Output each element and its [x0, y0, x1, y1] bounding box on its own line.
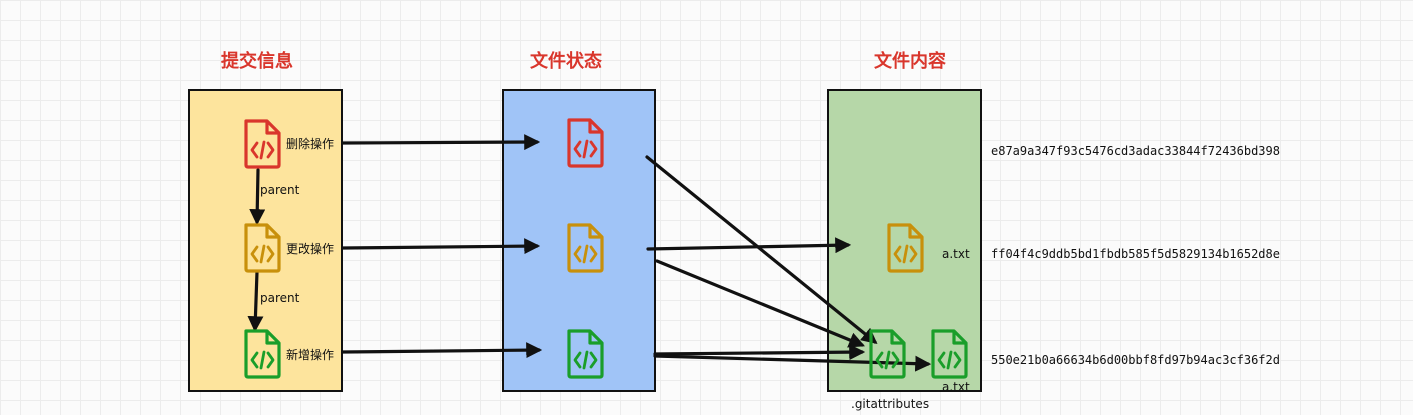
arrow-modify-to-status [341, 238, 541, 255]
file-name-a-txt-added: a.txt [942, 380, 970, 394]
code-file-icon [927, 328, 971, 380]
code-file-icon [240, 222, 284, 274]
code-file-icon [865, 328, 909, 380]
commit-info-heading: 提交信息 [221, 51, 293, 72]
code-file-icon [563, 117, 607, 169]
arrow-green-to-gitattributes [653, 344, 866, 361]
parent-arrow-1 [249, 168, 266, 226]
hash-2: ff04f4c9ddb5bd1fbdb585f5d5829134b1652d8e [991, 247, 1280, 261]
code-file-icon [563, 328, 607, 380]
code-file-icon [563, 222, 607, 274]
arrow-orange-to-atxt [646, 237, 852, 254]
arrow-red-to-gitattributes [645, 155, 878, 345]
code-file-icon [240, 328, 284, 380]
file-content-heading: 文件内容 [874, 51, 946, 72]
code-file-icon [883, 222, 927, 274]
file-name-a-txt-modified: a.txt [942, 247, 970, 261]
arrow-green-to-atxt [653, 354, 932, 372]
delete-commit-label: 删除操作 [286, 137, 335, 151]
add-commit-label: 新增操作 [286, 348, 335, 362]
parent-label-1: parent [260, 183, 300, 197]
modify-commit-label: 更改操作 [286, 242, 335, 256]
hash-3: 550e21b0a66634b6d00bbf8fd97b94ac3cf36f2d [991, 353, 1280, 367]
parent-label-2: parent [260, 291, 300, 305]
file-name-gitattributes: .gitattributes [851, 397, 930, 411]
hash-1: e87a9a347f93c5476cd3adac33844f72436bd398 [991, 144, 1280, 158]
arrow-delete-to-status [341, 134, 541, 151]
arrow-orange-to-gitattributes [655, 259, 865, 348]
arrow-add-to-status [341, 342, 543, 359]
parent-arrow-2 [247, 270, 264, 333]
file-status-heading: 文件状态 [530, 51, 602, 72]
code-file-icon [240, 118, 284, 170]
